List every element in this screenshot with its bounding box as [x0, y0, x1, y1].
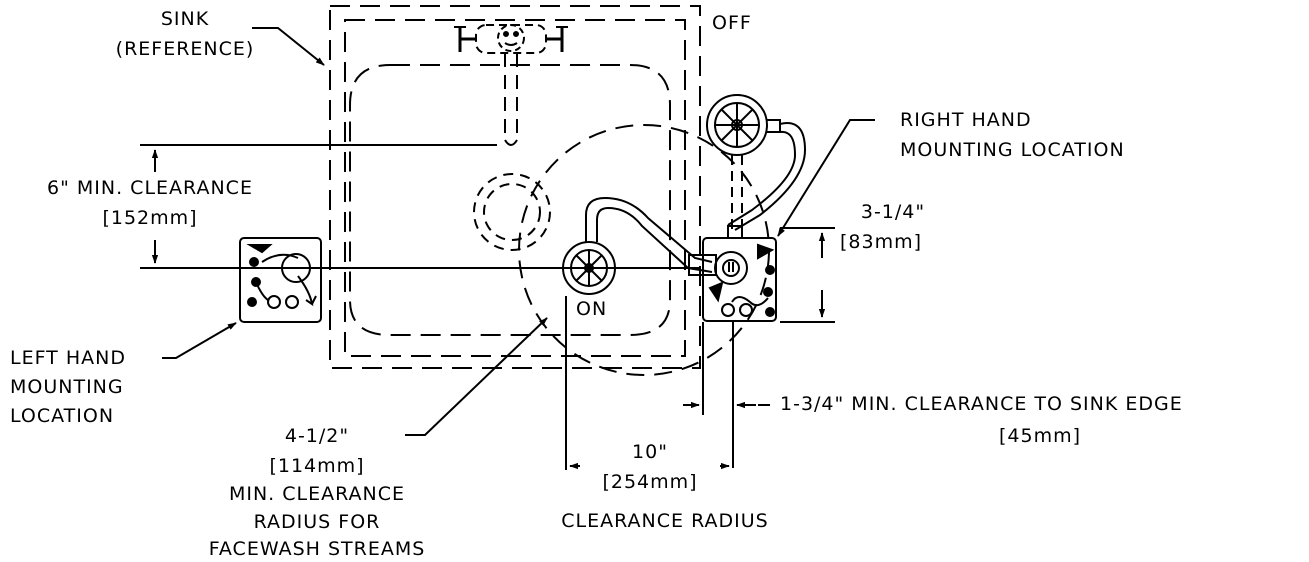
label-right-hand-2: MOUNTING LOCATION: [900, 139, 1125, 161]
label-4-1-2in: 4-1/2": [284, 425, 350, 447]
label-off: OFF: [712, 12, 752, 34]
label-6in-clearance: 6" MIN. CLEARANCE: [47, 177, 253, 199]
leader-left-hand: [162, 322, 237, 359]
label-1-3-4in-mm: [45mm]: [998, 425, 1082, 447]
label-sink-reference: (REFERENCE): [115, 38, 255, 60]
eyewash-head-rotated-icon: [706, 94, 807, 231]
label-4-1-2in-desc-2: RADIUS FOR: [253, 511, 381, 533]
eyewash-on-position-icon: [562, 196, 717, 295]
dim-6in-clearance: [140, 144, 497, 264]
label-sink: SINK: [160, 8, 210, 30]
label-4-1-2in-mm: [114mm]: [269, 455, 365, 477]
label-3-1-4in: 3-1/4": [860, 201, 926, 223]
right-hand-mount-box: [702, 225, 777, 322]
drain-icon: [473, 173, 551, 251]
label-1-3-4in: 1-3/4" MIN. CLEARANCE TO SINK EDGE: [780, 393, 1183, 415]
label-left-hand-1: LEFT HAND: [10, 347, 126, 369]
label-left-hand-2: MOUNTING: [10, 376, 124, 398]
label-3-1-4in-mm: [83mm]: [840, 231, 923, 253]
label-6in-mm: [152mm]: [102, 207, 198, 229]
sink-outline: [329, 5, 701, 369]
label-10in-mm: [254mm]: [602, 471, 698, 493]
label-clearance-radius: CLEARANCE RADIUS: [561, 510, 769, 532]
label-4-1-2in-desc-1: MIN. CLEARANCE: [228, 483, 406, 505]
dim-1-3-4in: [683, 322, 770, 468]
leader-right-hand: [777, 119, 875, 237]
faucet-off-position-icon: [454, 24, 568, 146]
dim-10in: [565, 296, 730, 470]
label-left-hand-3: LOCATION: [10, 405, 115, 427]
left-hand-mount-box: [239, 237, 322, 323]
leader-4-1-2in: [405, 317, 548, 436]
label-10in: 10": [632, 441, 668, 463]
label-right-hand-1: RIGHT HAND: [900, 109, 1032, 131]
dim-3-1-4in: [780, 227, 835, 323]
label-4-1-2in-desc-3: FACEWASH STREAMS: [208, 538, 426, 560]
leader-sink: [252, 27, 325, 66]
label-on: ON: [576, 298, 608, 320]
